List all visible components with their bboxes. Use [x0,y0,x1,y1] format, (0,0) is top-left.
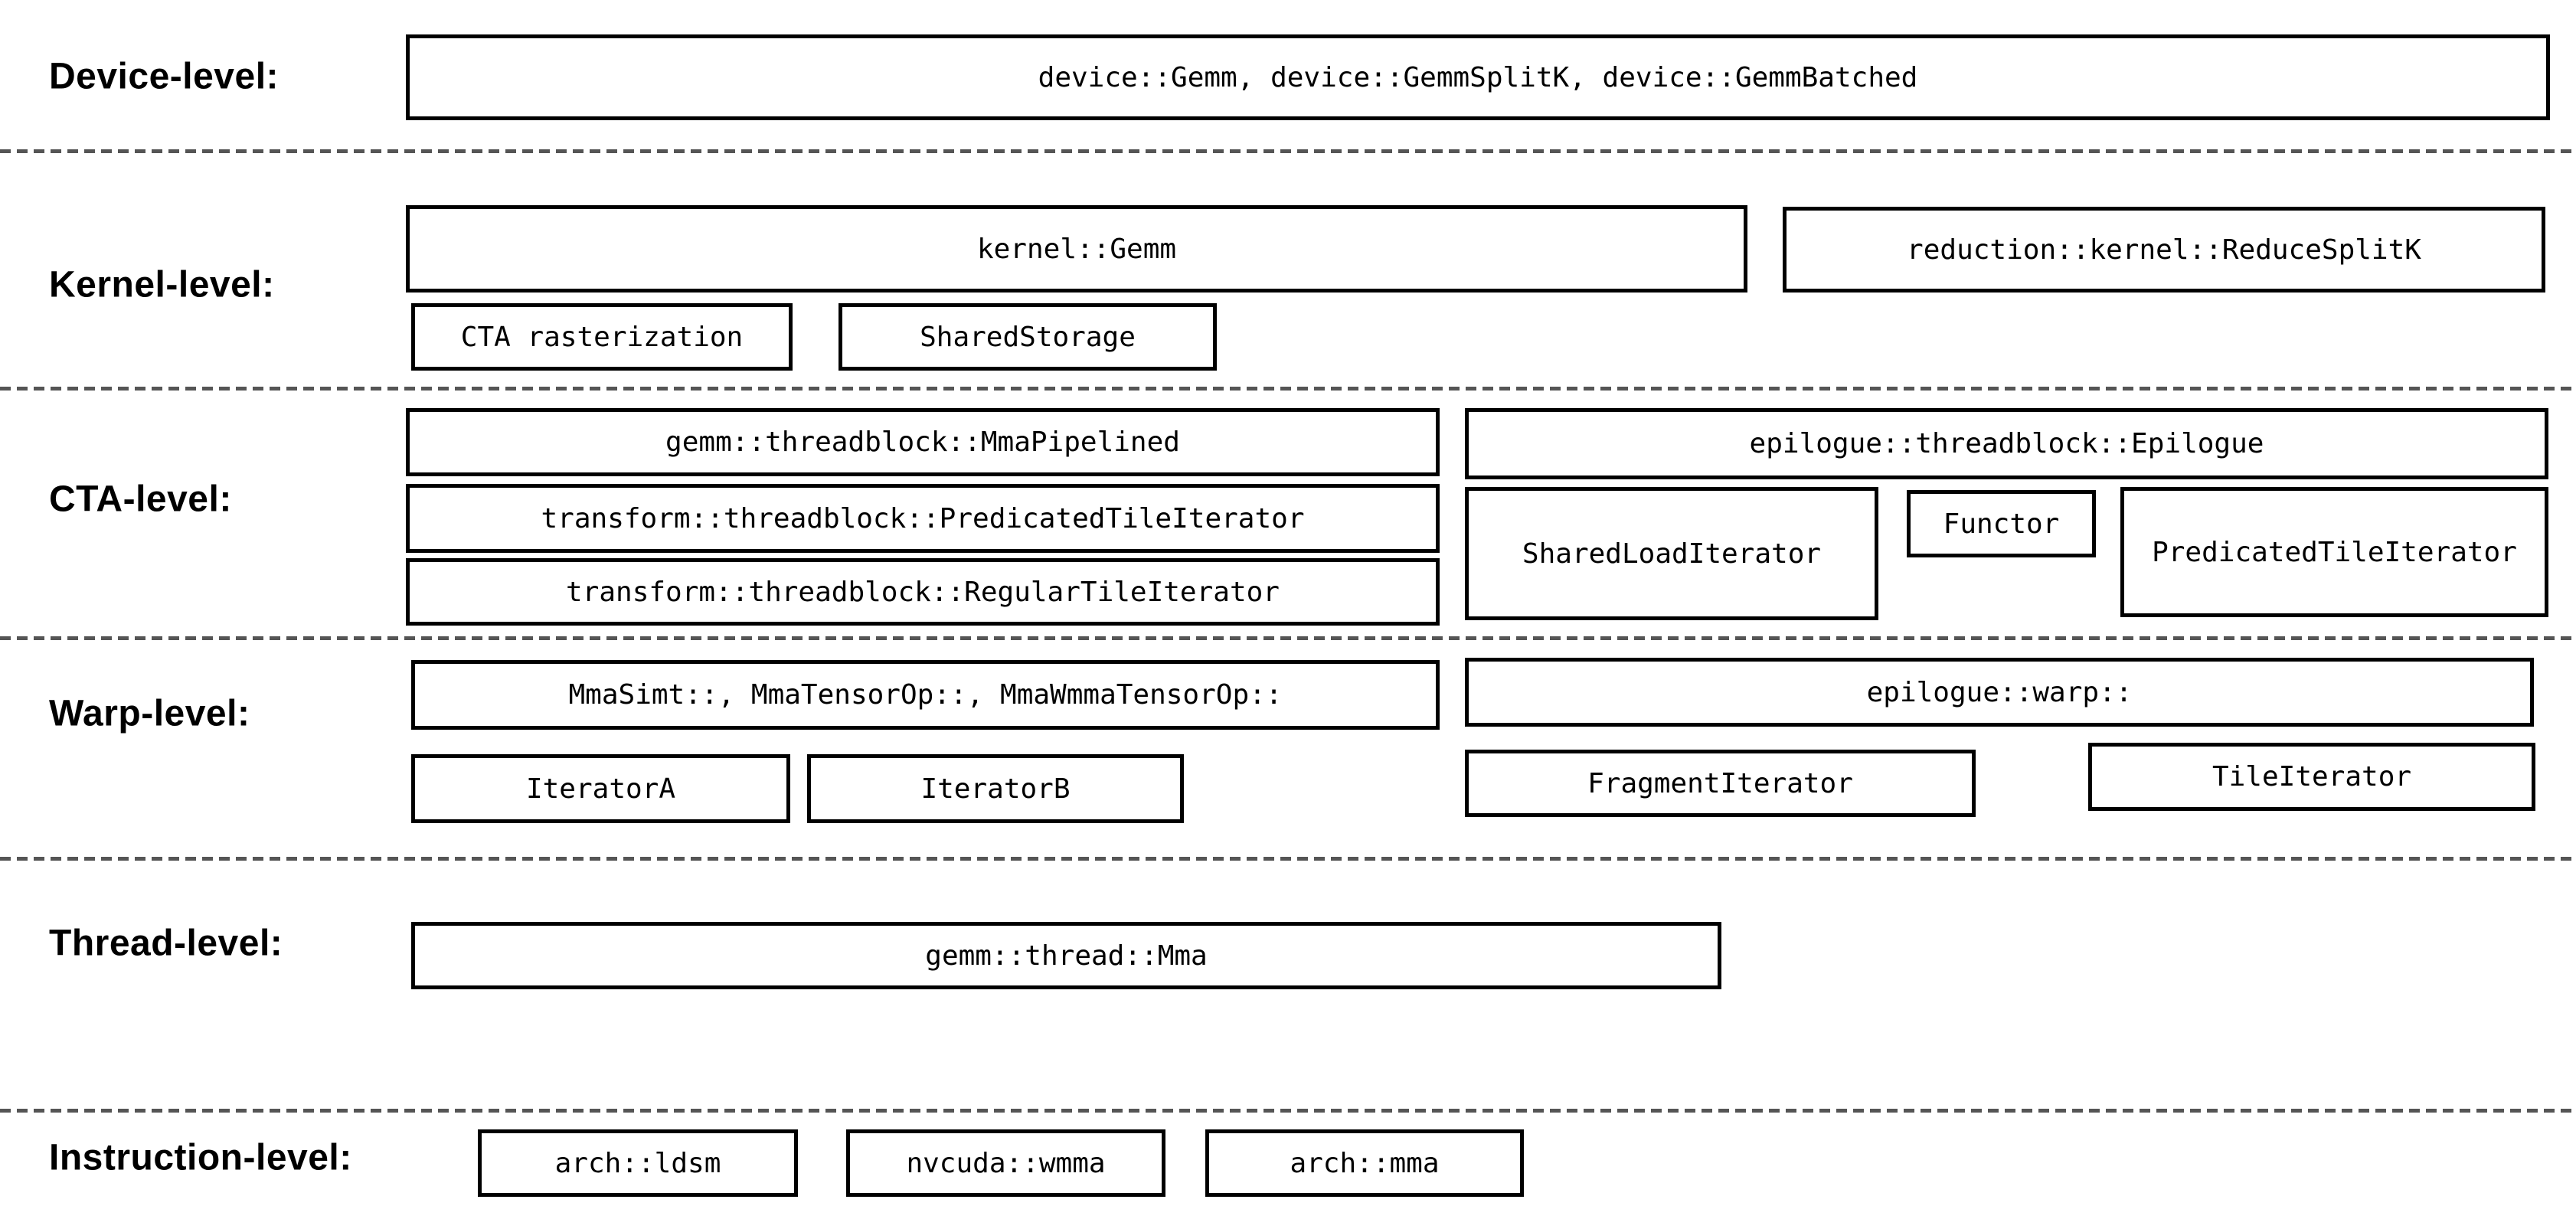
kernel-gemm-box: kernel::Gemm [406,205,1747,292]
cta-level-label: CTA-level: [49,479,232,520]
thread-level-label: Thread-level: [49,923,283,964]
cta-rasterization-box: CTA rasterization [411,303,793,371]
tile-iterator-box: TileIterator [2088,743,2535,811]
divider-4 [0,857,2576,861]
functor-box: Functor [1907,490,2096,557]
epilogue-warp-box: epilogue::warp:: [1465,658,2534,727]
shared-load-iterator-box: SharedLoadIterator [1465,487,1878,620]
shared-storage-box: SharedStorage [839,303,1217,371]
nvcuda-wmma-box: nvcuda::wmma [846,1129,1165,1197]
instruction-level-label: Instruction-level: [49,1137,352,1178]
device-gemm-box: device::Gemm, device::GemmSplitK, device… [406,34,2550,120]
divider-2 [0,387,2576,391]
divider-3 [0,636,2576,640]
tb-predicated-tile-iterator-box: transform::threadblock::PredicatedTileIt… [406,484,1440,553]
epilogue-box: epilogue::threadblock::Epilogue [1465,408,2548,479]
tb-regular-tile-iterator-box: transform::threadblock::RegularTileItera… [406,558,1440,626]
mma-pipelined-box: gemm::threadblock::MmaPipelined [406,408,1440,476]
kernel-level-label: Kernel-level: [49,264,275,306]
warp-mma-box: MmaSimt::, MmaTensorOp::, MmaWmmaTensorO… [411,660,1440,730]
thread-mma-box: gemm::thread::Mma [411,922,1721,989]
fragment-iterator-box: FragmentIterator [1465,750,1976,817]
divider-5 [0,1109,2576,1113]
warp-level-label: Warp-level: [49,693,250,734]
iterator-b-box: IteratorB [807,754,1184,823]
reduce-splitk-box: reduction::kernel::ReduceSplitK [1783,207,2545,292]
ep-predicated-tile-iterator-box: PredicatedTileIterator [2120,487,2548,617]
device-level-label: Device-level: [49,56,280,97]
arch-mma-box: arch::mma [1205,1129,1524,1197]
iterator-a-box: IteratorA [411,754,790,823]
divider-1 [0,149,2576,153]
arch-ldsm-box: arch::ldsm [478,1129,798,1197]
